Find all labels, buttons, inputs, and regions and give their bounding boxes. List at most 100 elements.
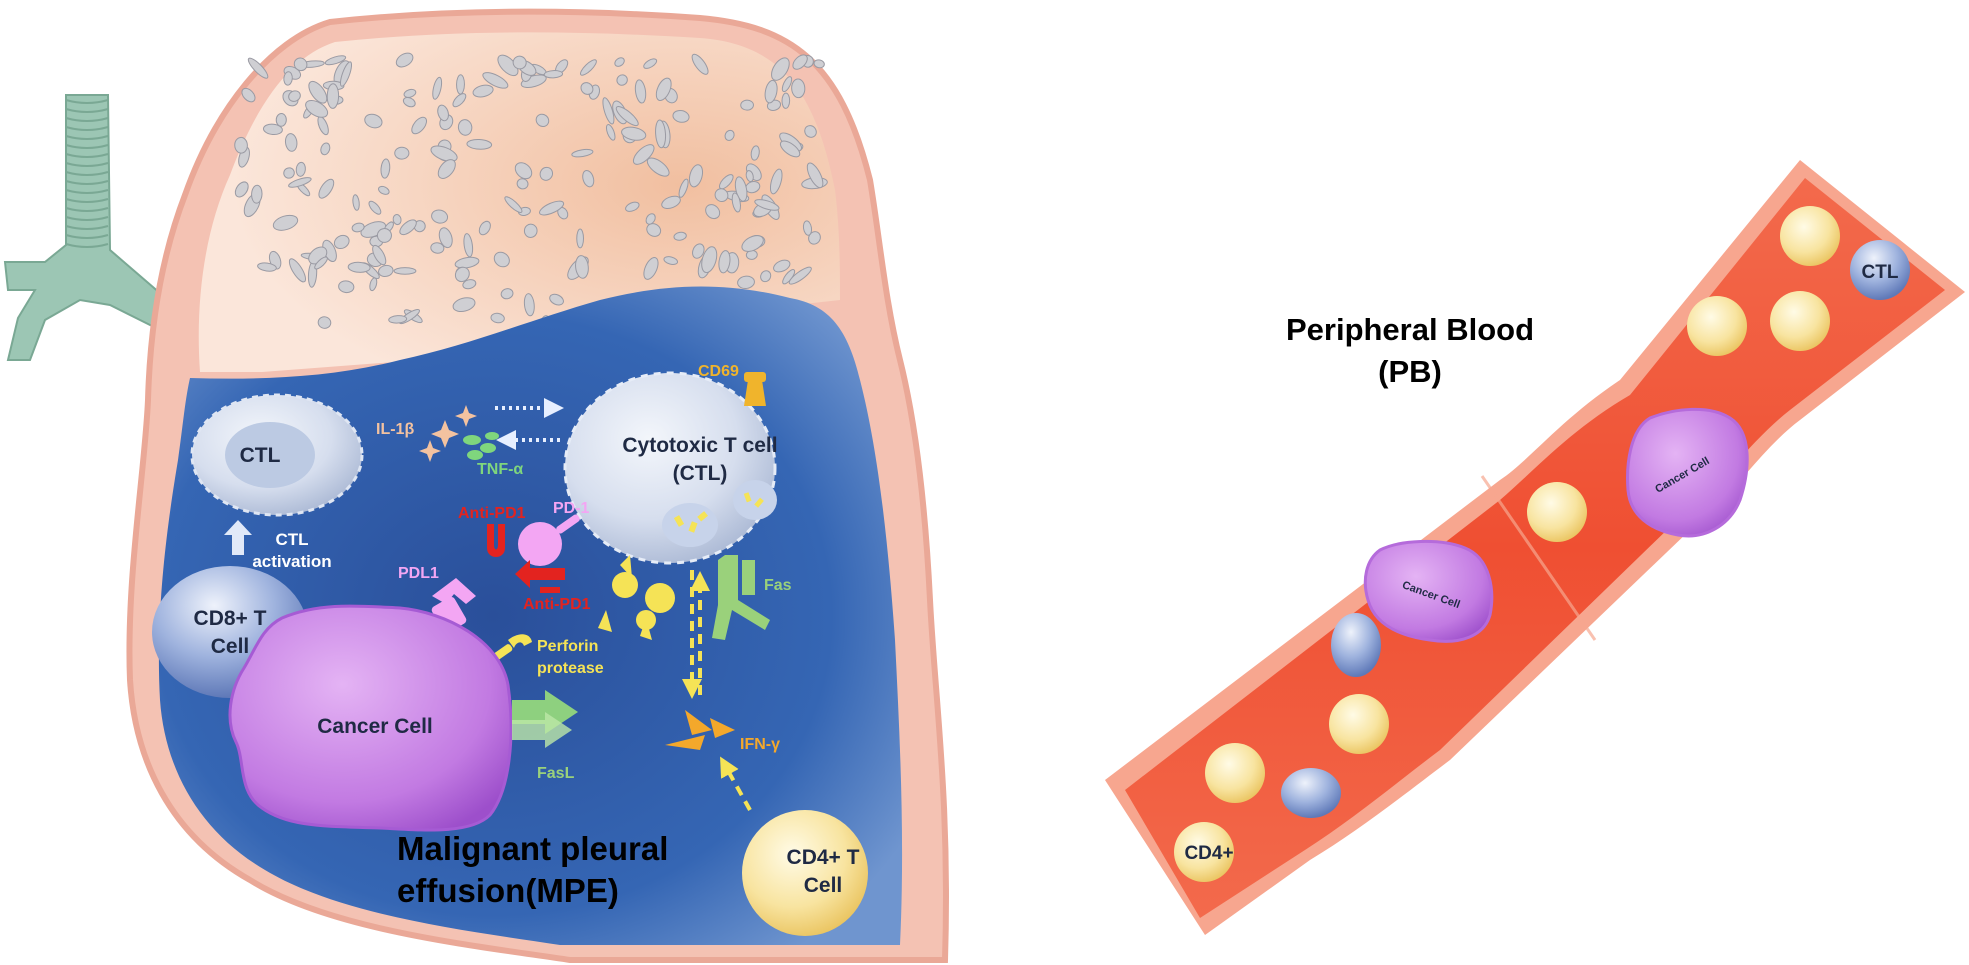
alveolus (516, 178, 529, 190)
alveolus (317, 316, 332, 329)
alveolus (661, 195, 681, 210)
alveolus (326, 83, 340, 109)
alveolus (283, 71, 293, 86)
alveolus (804, 125, 817, 138)
alveolus (802, 220, 813, 236)
alveolus (247, 57, 269, 79)
alveolus (251, 184, 263, 204)
pb-panel: Peripheral Blood (PB) CTL Can (1105, 160, 1965, 935)
alveolus (806, 162, 824, 189)
mpe-cd4-label-line2: Cell (804, 874, 843, 897)
mpe-title-line1: Malignant pleural (397, 830, 668, 867)
alveolus (678, 178, 689, 198)
alveolus (305, 99, 329, 118)
alveolus (392, 214, 402, 226)
alveolus (705, 204, 721, 220)
alveolus (318, 178, 335, 199)
fasl-arrow: FasL (512, 690, 578, 782)
perforin-label-line1: Perforin (537, 638, 598, 655)
fas-label: Fas (764, 577, 792, 594)
alveolus (493, 251, 510, 268)
alveolus (760, 270, 772, 283)
alveolus (646, 223, 662, 237)
alveolus (454, 256, 480, 269)
pb-cancer-cell-2: Cancer Cell (1626, 407, 1749, 538)
cd8-label-line1: CD8+ T (194, 607, 267, 630)
alveolus (399, 219, 417, 236)
alveolus (257, 262, 277, 272)
mpe-cd4-t-cell: CD4+ T Cell (742, 810, 868, 936)
alveolus (734, 176, 748, 202)
tnfa-label: TNF-α (477, 461, 523, 478)
alveolus (504, 196, 523, 213)
alveolus (771, 57, 790, 81)
pb-cancer-cell-1: Cancer Cell (1363, 540, 1494, 643)
cd69-receptor: CD69 (698, 363, 766, 406)
alveolus (320, 142, 331, 156)
alveolus (779, 140, 801, 158)
trachea-ring (65, 99, 109, 104)
alveolus (632, 144, 655, 165)
alveolus (333, 234, 350, 250)
alveolus (523, 293, 535, 317)
trachea-ring (65, 117, 109, 122)
mpe-cancer-cell: Cancer Cell (228, 604, 513, 832)
pb-title-line2: (PB) (1378, 354, 1442, 389)
perforin-label-line2: protease (537, 660, 604, 677)
pb-title-line1: Peripheral Blood (1286, 312, 1534, 347)
alveolus (645, 213, 656, 225)
pd1-label: PD-1 (553, 500, 590, 517)
alveolus (634, 79, 647, 104)
alveolus (395, 52, 414, 68)
mpe-title-line2: effusion(MPE) (397, 872, 619, 909)
alveolus (643, 58, 658, 69)
alveolus (514, 162, 533, 180)
trachea-ring (65, 207, 109, 212)
pb-cd4-cell: CD4+ (1174, 822, 1234, 882)
alveolus (295, 161, 306, 177)
cytokines: IL-1β TNF-α (376, 398, 564, 478)
alveolus (719, 174, 734, 190)
alveolus (462, 279, 477, 290)
alveolus (769, 168, 783, 195)
alveolus (452, 93, 467, 108)
alveolus (672, 109, 690, 123)
alveolus (754, 199, 780, 211)
alveolus (535, 113, 550, 128)
alveolus (364, 113, 383, 129)
anti-pd1-bottom: Anti-PD1 (515, 560, 591, 613)
alveolus (740, 99, 754, 111)
ctl-small-label: CTL (240, 444, 281, 467)
alveolus (580, 59, 597, 76)
alveolus (655, 77, 672, 102)
fasl-label: FasL (537, 765, 575, 782)
alveolus (339, 61, 353, 87)
ifng-label: IFN-γ (740, 736, 780, 753)
alveolus (602, 97, 615, 125)
ifn-gamma: IFN-γ (665, 570, 780, 811)
alveolus (490, 312, 505, 324)
trachea-ring (65, 225, 109, 230)
anti-pd1-bottom-label: Anti-PD1 (523, 596, 591, 613)
alveolus (378, 185, 390, 195)
alveolus (750, 145, 760, 161)
fas-receptor: Fas (712, 555, 792, 640)
alveolus (272, 214, 299, 231)
alveolus (773, 259, 791, 273)
alveolus (368, 200, 382, 215)
il1b-label: IL-1β (376, 421, 414, 438)
alveolus (284, 133, 298, 152)
alveolus (288, 258, 307, 283)
alveolus (432, 76, 443, 100)
cytotoxic-label-line1: Cytotoxic T cell (622, 434, 777, 457)
alveolus (456, 74, 465, 95)
alveolus (764, 79, 778, 104)
alveolus (731, 192, 741, 213)
alveolus (643, 257, 659, 280)
alveolus (275, 113, 287, 127)
alveolus (394, 146, 410, 160)
ctl-activation-line2: activation (252, 552, 331, 571)
anti-pd1-top-label: Anti-PD1 (458, 505, 526, 522)
alveolus (234, 181, 249, 198)
alveolus (351, 222, 365, 233)
